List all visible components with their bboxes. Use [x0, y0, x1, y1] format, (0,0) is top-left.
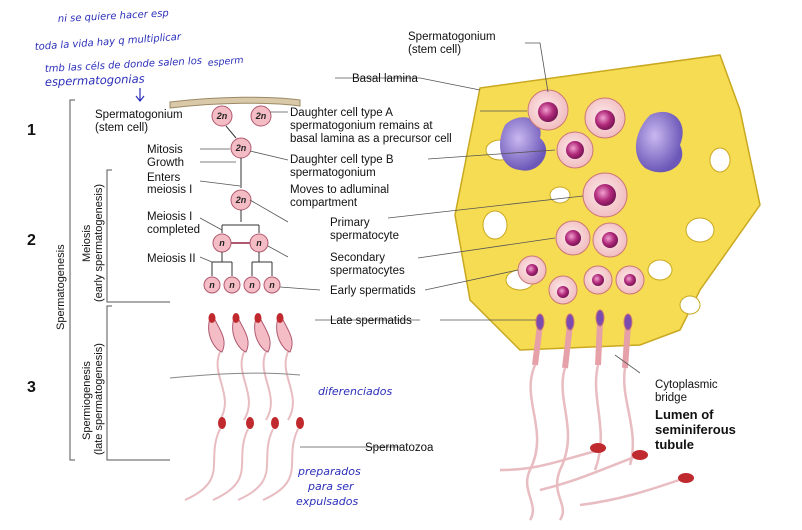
- ploidy-n-e: n: [249, 280, 255, 290]
- ploidy-n-d: n: [229, 280, 235, 290]
- flow-diagram: [69, 42, 641, 501]
- stage-number-2: 2: [27, 232, 36, 249]
- label-spermatogenesis: Spermatogenesis: [55, 244, 67, 330]
- tubule-illustration: [454, 54, 761, 521]
- sertoli-nucleus-left: [500, 117, 547, 171]
- label-bridge: bridge: [655, 392, 687, 404]
- label-secondary-2: spermatocytes: [330, 265, 405, 277]
- label-daughter-a-2: spermatogonium remains at: [290, 120, 433, 132]
- label-moves-1: Moves to adluminal: [290, 184, 389, 196]
- germ-cells: [517, 89, 645, 305]
- note-bottom-1: preparados: [297, 465, 361, 478]
- note-bottom-3: expulsados: [296, 495, 358, 508]
- label-spermatogonium: Spermatogonium: [95, 109, 183, 121]
- basal-lamina-band: [169, 96, 301, 109]
- label-enters: Enters: [147, 172, 180, 184]
- ploidy-n-a: n: [219, 238, 225, 248]
- tubule-tails: [525, 364, 635, 521]
- label-spermatozoa: Spermatozoa: [365, 442, 434, 454]
- label-meiosis: Meiosis: [81, 224, 93, 262]
- sertoli-nucleus-right: [635, 111, 683, 173]
- label-basal-lamina: Basal lamina: [352, 73, 418, 85]
- label-meiosis-i-completed-1: Meiosis I: [147, 211, 192, 223]
- note-line-4: espermatogonias: [45, 72, 145, 89]
- stage-brackets: [69, 99, 170, 461]
- ploidy-2n-c: 2n: [235, 143, 247, 153]
- label-moves-2: compartment: [290, 197, 358, 209]
- late-spermatid-column: [208, 313, 294, 421]
- lumen-spermatozoa: [499, 443, 694, 507]
- label-meiosis-i: meiosis I: [147, 184, 192, 196]
- note-line-3b: esperm: [207, 55, 244, 69]
- label-stem-cell: (stem cell): [95, 122, 148, 134]
- ploidy-2n-a: 2n: [216, 111, 228, 121]
- leader-lines: [199, 42, 641, 448]
- label-primary-2: spermatocyte: [330, 230, 399, 242]
- note-arrow: [135, 88, 145, 102]
- stage-number-3: 3: [27, 379, 36, 396]
- ploidy-n-b: n: [256, 238, 262, 248]
- diploid-cells: [211, 105, 272, 211]
- label-daughter-a-1: Daughter cell type A: [290, 107, 393, 119]
- left-labels: Spermatogonium (stem cell) Mitosis Growt…: [95, 109, 200, 265]
- ploidy-2n-d: 2n: [235, 195, 247, 205]
- label-spermiogenesis-sub: (late spermatogenesis): [93, 343, 105, 455]
- label-primary-1: Primary: [330, 217, 370, 229]
- note-bottom-2: para ser: [307, 480, 355, 493]
- label-cytoplasmic: Cytoplasmic: [655, 379, 718, 391]
- ploidy-2n-b: 2n: [255, 111, 267, 121]
- label-daughter-b-2: spermatogonium: [290, 167, 376, 179]
- label-lumen-2: seminiferous: [655, 422, 736, 437]
- spermatozoa-column: [184, 417, 304, 501]
- label-early-spermatids: Early spermatids: [330, 285, 416, 297]
- handwritten-notes: ni se quiere hacer esp toda la vida hay …: [34, 8, 392, 508]
- label-right-spermatogonium: Spermatogonium: [408, 31, 496, 43]
- label-meiosis-sub: (early spermatogenesis): [93, 184, 105, 302]
- ploidy-n-c: n: [209, 280, 215, 290]
- label-meiosis-ii: Meiosis II: [147, 253, 196, 265]
- label-right-stem-cell: (stem cell): [408, 44, 461, 56]
- label-lumen-1: Lumen of: [655, 407, 714, 422]
- stage-numbers: 1 2 3: [27, 122, 36, 396]
- label-secondary-1: Secondary: [330, 252, 385, 264]
- label-lumen-3: tubule: [655, 437, 694, 452]
- label-late-spermatids: Late spermatids: [330, 315, 412, 327]
- label-spermiogenesis: Spermiogenesis: [81, 361, 93, 440]
- note-line-1: ni se quiere hacer esp: [58, 8, 169, 25]
- ploidy-labels: 2n 2n 2n 2n n n n n n n: [209, 111, 275, 290]
- label-meiosis-i-completed-2: completed: [147, 224, 200, 236]
- note-diferenciados: diferenciados: [318, 385, 392, 398]
- right-labels: Spermatogonium (stem cell) Cytoplasmic b…: [408, 31, 736, 452]
- tubule-late-spermatids: [532, 309, 633, 369]
- stage-number-1: 1: [27, 122, 36, 139]
- label-mitosis: Mitosis: [147, 144, 183, 156]
- label-daughter-a-3: basal lamina as a precursor cell: [290, 133, 452, 145]
- note-line-2: toda la vida hay q multiplicar: [34, 32, 182, 53]
- ploidy-n-f: n: [269, 280, 275, 290]
- label-growth: Growth: [147, 157, 184, 169]
- label-daughter-b-1: Daughter cell type B: [290, 154, 394, 166]
- early-spermatid-cells: [203, 276, 281, 294]
- center-labels: Basal lamina Daughter cell type A sperma…: [290, 73, 452, 454]
- flow-arrows: [211, 125, 273, 276]
- lumen-boundary-line: [169, 372, 301, 379]
- secondary-cells: [212, 233, 269, 253]
- vertical-labels: Spermatogenesis Meiosis (early spermatog…: [55, 184, 105, 455]
